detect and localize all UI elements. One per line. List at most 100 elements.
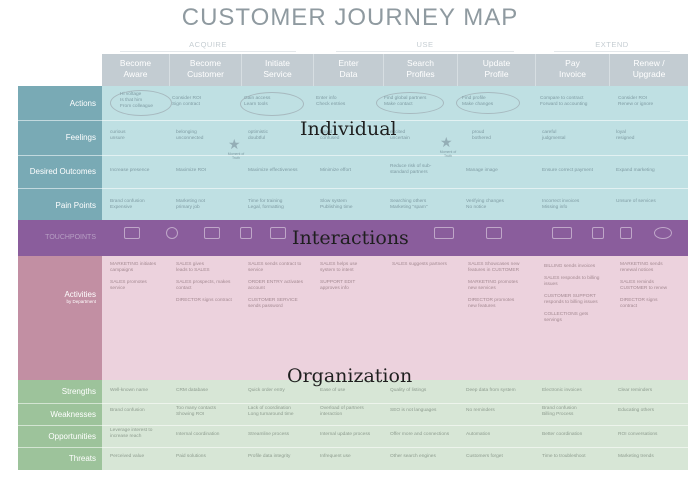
feelings-cell: careful judgmental bbox=[542, 130, 566, 141]
opportunity-cell: Offer more and connections bbox=[390, 432, 450, 437]
info-icon bbox=[166, 227, 178, 239]
pain-point-cell: Unsure of services bbox=[616, 199, 656, 204]
threat-cell: Time to troubleshoot bbox=[542, 454, 586, 459]
weakness-cell: Too many contacts Showing ROI bbox=[176, 406, 216, 417]
activity-cell: SALES Showcases new features in CUSTOMER… bbox=[468, 262, 520, 309]
individual-label-column bbox=[18, 86, 102, 220]
threat-cell: Customers forget bbox=[466, 454, 503, 459]
feelings-cell: bored confused bbox=[320, 130, 340, 141]
strength-cell: Clear reminders bbox=[618, 388, 653, 393]
row-label-threats: Threats bbox=[68, 453, 96, 463]
opportunity-cell: Better coordination bbox=[542, 432, 583, 437]
monitor-icon bbox=[486, 227, 502, 239]
feelings-cell: belonging unconnected bbox=[176, 130, 204, 141]
weakness-cell: Educating others bbox=[618, 408, 655, 413]
scribble-mark bbox=[456, 92, 520, 114]
outcome-cell: Expand marketing bbox=[616, 168, 655, 173]
threat-cell: Paid solutions bbox=[176, 454, 206, 459]
opportunity-cell: Internal update process bbox=[320, 432, 371, 437]
feelings-cell: excited uncertain bbox=[390, 130, 410, 141]
outcome-cell: Ensure correct payment bbox=[542, 168, 593, 173]
strength-cell: Well-known name bbox=[110, 388, 149, 393]
phase-extend: EXTEND bbox=[595, 40, 629, 49]
row-label-activities: Activities by Department bbox=[18, 286, 102, 308]
strength-cell: Quality of listings bbox=[390, 388, 427, 393]
stage-header-bar bbox=[102, 54, 688, 86]
row-divider bbox=[18, 447, 688, 448]
weakness-cell: Brand confusion bbox=[110, 408, 145, 413]
feelings-cell: optimistic doubtful bbox=[248, 130, 268, 141]
opportunity-cell: Automation bbox=[466, 432, 491, 437]
outcome-cell: Reduce risk of sub- standard partners bbox=[390, 164, 432, 175]
pain-point-cell: Slow system Publishing time bbox=[320, 199, 353, 210]
activity-cell: SALES gives leads to SALES SALES prospec… bbox=[176, 262, 232, 303]
phase-divider bbox=[554, 51, 670, 52]
weakness-cell: No reminders bbox=[466, 408, 495, 413]
star-icon: ★ bbox=[440, 134, 453, 150]
individual-label: Individual bbox=[300, 118, 397, 140]
row-label-weaknesses: Weaknesses bbox=[50, 409, 96, 419]
feelings-cell: proud bothered bbox=[472, 130, 491, 141]
activity-cell: SALES sends contract to service ORDER EN… bbox=[248, 262, 304, 309]
outcome-cell: Increase presence bbox=[110, 168, 150, 173]
threat-cell: Marketing trends bbox=[618, 454, 654, 459]
stage-search-profiles: Search Profiles bbox=[384, 54, 458, 86]
phase-divider bbox=[336, 51, 514, 52]
threat-cell: Profile data integrity bbox=[248, 454, 291, 459]
chat-icon bbox=[654, 227, 672, 239]
threat-cell: Other search engines bbox=[390, 454, 436, 459]
row-label-feelings: Feelings bbox=[65, 132, 96, 142]
activity-cell: SALES helps use system to intent SUPPORT… bbox=[320, 262, 358, 291]
stage-renew-upgrade: Renew / Upgrade bbox=[632, 58, 666, 79]
scribble-mark bbox=[110, 90, 172, 116]
scribble-mark bbox=[376, 92, 444, 114]
phase-divider bbox=[120, 51, 296, 52]
row-label-activities-text: Activities bbox=[64, 290, 96, 299]
monitor-icon bbox=[124, 227, 140, 239]
folder-icon bbox=[204, 227, 220, 239]
pain-point-cell: Brand confusion Expensive bbox=[110, 199, 145, 210]
row-label-activities-sub: by Department bbox=[66, 299, 96, 304]
actions-cell: Consider ROI Sign contract bbox=[172, 96, 202, 107]
row-label-touchpoints: TOUCHPOINTS bbox=[45, 233, 96, 241]
strength-cell: Quick order entry bbox=[248, 388, 285, 393]
stage-become-aware: Become Aware bbox=[102, 54, 170, 86]
stage-initiate-service: Initiate Service bbox=[242, 54, 314, 86]
actions-cell: Gain access Learn tools bbox=[244, 96, 271, 107]
row-divider bbox=[18, 120, 688, 121]
outcome-cell: Minimize effort bbox=[320, 168, 352, 173]
opportunity-cell: Internal coordination bbox=[176, 432, 220, 437]
threat-cell: Perceived value bbox=[110, 454, 145, 459]
threat-cell: Infrequent use bbox=[320, 454, 351, 459]
row-divider bbox=[18, 155, 688, 156]
star-note: Moment of Truth bbox=[227, 152, 245, 160]
weakness-cell: Brand confusion Billing Process bbox=[542, 406, 577, 417]
pain-point-cell: Verifying changes No notice bbox=[466, 199, 504, 210]
phone-icon bbox=[240, 227, 252, 239]
actions-cell: Hi voltage Is that him From colleague bbox=[120, 92, 154, 109]
strength-cell: Electronic invoices bbox=[542, 388, 582, 393]
stage-become-customer: Become Customer bbox=[170, 54, 242, 86]
book-icon bbox=[270, 227, 286, 239]
star-note: Moment of Truth bbox=[439, 150, 457, 158]
actions-cell: Find global partners Make contact bbox=[384, 96, 427, 107]
row-divider bbox=[18, 188, 688, 189]
row-label-desired-outcomes: Desired Outcomes bbox=[29, 166, 96, 176]
feelings-cell: curious unsure bbox=[110, 130, 126, 141]
row-divider bbox=[18, 425, 688, 426]
activity-cell: MARKETING sends renewal notices SALES re… bbox=[620, 262, 668, 309]
stage-enter-data: Enter Data bbox=[314, 54, 384, 86]
strength-cell: Deep data from system bbox=[466, 388, 516, 393]
stage-update-profile: Update Profile bbox=[458, 54, 536, 86]
page-title: CUSTOMER JOURNEY MAP bbox=[181, 4, 519, 31]
actions-cell: Compare to contract Forward to accountin… bbox=[540, 96, 588, 107]
phase-use: USE bbox=[416, 40, 434, 49]
organization-label-column bbox=[18, 256, 102, 380]
weakness-cell: Overload of partners interaction bbox=[320, 406, 364, 417]
row-label-pain-points: Pain Points bbox=[55, 200, 96, 210]
activity-cell: BILLING sends invoices SALES responds to… bbox=[544, 264, 600, 323]
outcome-cell: Maximize ROI bbox=[176, 168, 207, 173]
tablet-icon bbox=[620, 227, 632, 239]
row-label-actions: Actions bbox=[69, 98, 96, 108]
strength-cell: CRM database bbox=[176, 388, 208, 393]
